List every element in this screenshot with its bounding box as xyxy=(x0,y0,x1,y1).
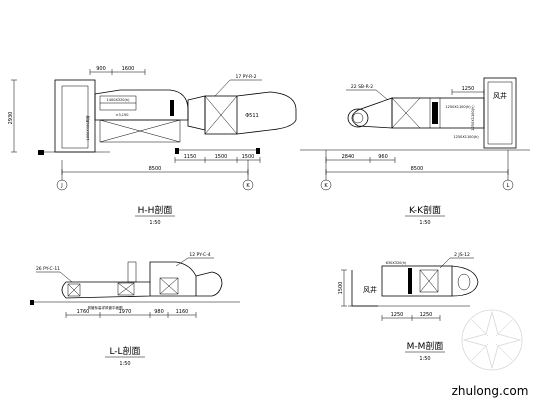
kk-note-2: 1250X1100(h) xyxy=(453,135,479,139)
ll-tag-right: 12 PY-C-4 xyxy=(189,252,210,258)
ll-dim-bottom-4: 1160 xyxy=(176,309,189,315)
ll-dim-bottom-1: 1760 xyxy=(77,309,90,315)
mm-dim-bottom-2: 1250 xyxy=(420,312,433,318)
section-kk: 风井 1250X1100(h) 1250X1100(h) 1250X1100(h… xyxy=(300,77,530,226)
hh-section-scale: 1:50 xyxy=(149,220,160,226)
kk-dim-top-1: 1250 xyxy=(462,86,475,92)
hh-elevation-dim: 2930 xyxy=(8,112,14,125)
kk-equipment-tag: 22 SB-R-2 xyxy=(351,84,373,90)
hh-dim-top-2: 1600 xyxy=(122,66,135,72)
hh-vertical-note: 1000X400风管 xyxy=(85,115,90,140)
ll-note: 风管标高详风管平面图 xyxy=(88,305,123,310)
hh-axis-right: K xyxy=(246,183,250,189)
mm-shaft-label: 风井 xyxy=(363,285,377,294)
ll-tag-left: 26 PY-C-11 xyxy=(36,266,60,272)
ll-section-scale: 1:50 xyxy=(119,361,130,367)
ll-dim-bottom-2: 1970 xyxy=(119,309,132,315)
mm-elevation-dim: 1500 xyxy=(338,282,344,295)
hh-dim-bottom-2: 1500 xyxy=(215,154,228,160)
watermark-brand: zhulong.com xyxy=(452,384,529,398)
hh-total-dim: 8500 xyxy=(149,166,162,172)
hh-duct-elev: ±3,150 xyxy=(116,113,129,117)
kk-total-dim: 8500 xyxy=(411,166,424,172)
hh-dim-bottom-1: 1150 xyxy=(184,154,197,160)
kk-shaft-label: 风井 xyxy=(493,91,507,100)
ll-dim-bottom-3: 980 xyxy=(154,309,164,315)
section-hh: 2930 900 1600 1400X320(h) ±3,150 1000X40… xyxy=(8,66,297,226)
section-mm: 1500 风井 630X320(h) 2 JS-12 1250 1250 M-M… xyxy=(338,252,479,362)
kk-dim-bottom-1: 2840 xyxy=(342,154,355,160)
kk-section-title: K-K剖面 xyxy=(409,204,441,216)
section-ll: 26 PY-C-11 12 PY-C-4 风管标高详风管平面图 1760 197… xyxy=(30,252,240,367)
kk-dim-bottom-2: 960 xyxy=(378,154,388,160)
hh-dim-bottom-3: 1500 xyxy=(242,154,255,160)
hh-duct-size: 1400X320(h) xyxy=(107,98,131,102)
kk-vert-note: 1250X1100(h) xyxy=(471,105,475,131)
kk-axis-right: L xyxy=(507,183,510,189)
mm-section-scale: 1:50 xyxy=(419,356,430,362)
hh-fan-label: Φ511 xyxy=(245,113,258,119)
watermark: zhulong.com xyxy=(452,309,529,398)
hh-section-title: H-H剖面 xyxy=(138,204,173,216)
mm-note: 630X320(h) xyxy=(386,261,407,265)
hh-axis-left: J xyxy=(60,183,62,189)
kk-note-1: 1250X1100(h) xyxy=(445,105,471,109)
ll-section-title: L-L剖面 xyxy=(109,345,140,357)
mm-equipment-tag: 2 JS-12 xyxy=(454,252,470,258)
hh-equipment-tag: 17 PY-R-2 xyxy=(235,74,256,80)
mm-section-title: M-M剖面 xyxy=(407,340,444,352)
watermark-logo-icon xyxy=(461,309,523,371)
kk-axis-left: K xyxy=(324,183,328,189)
kk-section-scale: 1:50 xyxy=(419,220,430,226)
mm-dim-bottom-1: 1250 xyxy=(391,312,404,318)
hh-dim-top-1: 900 xyxy=(96,66,106,72)
